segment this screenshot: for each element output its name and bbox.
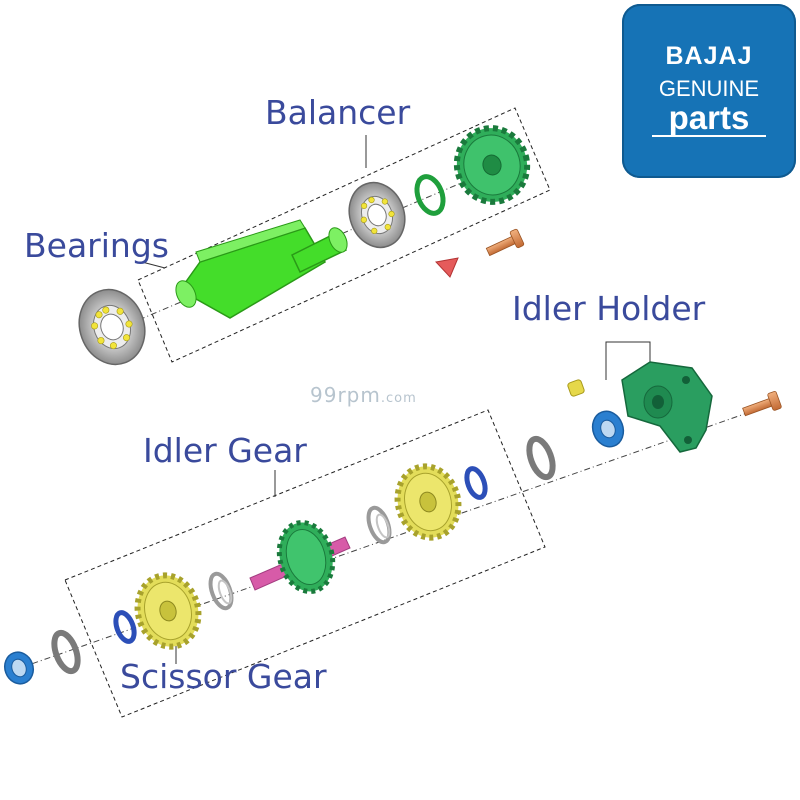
logo-line2: parts [668, 99, 750, 136]
left-spacer-ring [113, 610, 137, 644]
idler-gear-label: Idler Gear [143, 431, 307, 470]
right-needle-bearing [591, 410, 625, 448]
dowel-pin [567, 379, 585, 397]
left-scissor-spring [208, 571, 234, 611]
middle-bearing [348, 181, 406, 249]
right-spacer-ring [464, 466, 488, 500]
balancer-driven-gear [453, 125, 531, 205]
left-thrust-washer [51, 629, 81, 675]
watermark-main: 99rpm [310, 383, 381, 407]
scissor-gear [134, 572, 202, 650]
balancer-shaft [175, 219, 348, 319]
left-scissor-spring-inner [217, 579, 233, 605]
idler-holder-part [621, 361, 713, 453]
bearings-leader-line [141, 261, 166, 269]
balancer-group-box [137, 107, 551, 363]
right-scissor-gear [394, 463, 462, 541]
idler-holder-label: Idler Holder [512, 289, 706, 328]
logo-line1: GENUINE [658, 76, 760, 101]
left-bearing [78, 288, 146, 366]
site-watermark: 99rpm.com [310, 383, 417, 407]
bearings-label: Bearings [24, 226, 169, 265]
idler-holder-leader-line [605, 341, 651, 380]
right-scissor-spring-inner [375, 513, 391, 539]
idler-holder-bolt [742, 391, 782, 417]
balancer-bolt [485, 228, 525, 257]
idler-gear-group-box [64, 409, 546, 718]
right-scissor-spring [366, 505, 392, 545]
right-thrust-washer [526, 435, 556, 481]
bajaj-genuine-parts-logo: BAJAJ GENUINE parts [622, 4, 796, 178]
balancer-o-ring [414, 174, 446, 216]
logo-underline [652, 135, 766, 137]
idler-gear-center [249, 520, 351, 594]
balancer-label: Balancer [265, 93, 411, 132]
left-needle-bearing [4, 651, 34, 685]
logo-brand: BAJAJ [665, 42, 753, 70]
key-piece [435, 257, 459, 278]
scissor-gear-label: Scissor Gear [120, 657, 327, 696]
watermark-tld: .com [380, 391, 417, 406]
